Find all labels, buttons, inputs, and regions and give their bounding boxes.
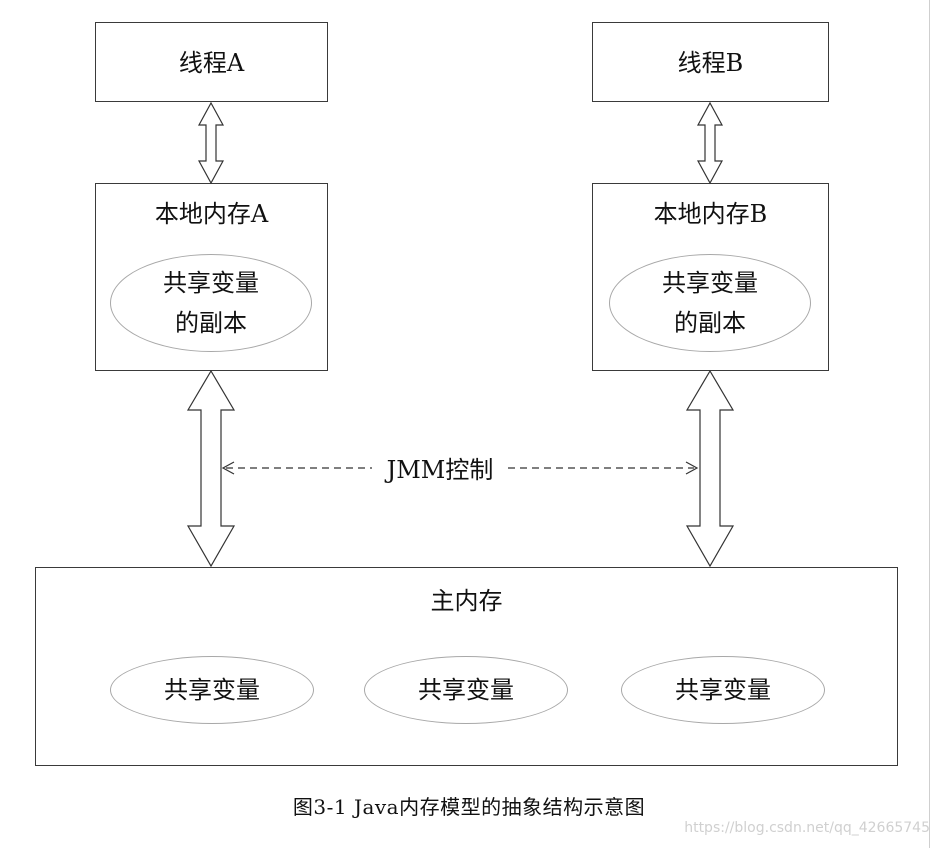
local-memory-a-label: 本地内存A	[154, 200, 269, 228]
double-arrow-thread-b-local-b	[696, 101, 724, 185]
page-edge-rule	[929, 0, 930, 848]
local-memory-b-box: 本地内存B 共享变量 的副本	[592, 183, 829, 371]
jmm-arrowhead-left	[221, 461, 235, 475]
local-copy-b-line1: 共享变量	[662, 269, 758, 297]
watermark-url: https://blog.csdn.net/qq_42665745	[684, 820, 930, 836]
shared-variable-3-label: 共享变量	[675, 676, 771, 704]
shared-variable-1-label: 共享变量	[164, 676, 260, 704]
shared-variable-ellipse-3: 共享变量	[621, 656, 825, 724]
local-memory-b-label: 本地内存B	[653, 200, 768, 228]
thread-a-box: 线程A	[95, 22, 328, 102]
main-memory-box: 主内存 共享变量 共享变量 共享变量	[35, 567, 898, 766]
local-copy-a-ellipse: 共享变量 的副本	[110, 254, 312, 352]
local-memory-a-box: 本地内存A 共享变量 的副本	[95, 183, 328, 371]
local-copy-a-line2: 的副本	[175, 309, 247, 337]
local-copy-b-line2: 的副本	[674, 309, 746, 337]
jmm-control-label: JMM控制	[375, 454, 505, 486]
double-arrow-local-a-main	[186, 369, 236, 568]
main-memory-label: 主内存	[430, 587, 503, 615]
thread-b-label: 线程B	[677, 49, 744, 77]
double-arrow-local-b-main	[685, 369, 735, 568]
thread-a-label: 线程A	[178, 49, 245, 77]
thread-b-box: 线程B	[592, 22, 829, 102]
double-arrow-thread-a-local-a	[197, 101, 225, 185]
shared-variable-ellipse-2: 共享变量	[364, 656, 568, 724]
shared-variable-ellipse-1: 共享变量	[110, 656, 314, 724]
shared-variable-2-label: 共享变量	[418, 676, 514, 704]
figure-caption: 图3-1 Java内存模型的抽象结构示意图	[292, 795, 646, 819]
jmm-arrowhead-right	[685, 461, 699, 475]
local-copy-a-line1: 共享变量	[163, 269, 259, 297]
local-copy-b-ellipse: 共享变量 的副本	[609, 254, 811, 352]
